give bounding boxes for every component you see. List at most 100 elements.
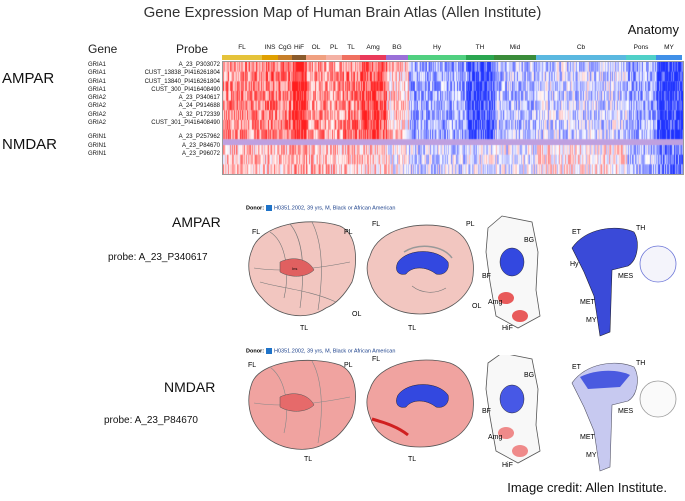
label-tl: TL xyxy=(304,456,312,463)
label-met: MET xyxy=(580,434,596,441)
region-bar-segment xyxy=(278,55,292,60)
gene-cell: GRIN1 xyxy=(88,142,107,149)
region-color-bar xyxy=(222,55,682,61)
region-label: HiF xyxy=(293,44,305,51)
region-bar-segment xyxy=(494,55,536,60)
label-my: MY xyxy=(586,317,597,324)
label-et: ET xyxy=(572,364,582,371)
region-label: BG xyxy=(392,44,402,51)
page-title: Gene Expression Map of Human Brain Atlas… xyxy=(143,4,542,21)
label-pl: PL xyxy=(466,221,475,228)
region-label: PL xyxy=(330,44,338,51)
region-label: CgG xyxy=(278,44,292,51)
region-label: INS xyxy=(264,44,276,51)
medial-brain-view: FL TL xyxy=(366,356,474,463)
probe-cell: CUST_301_PI416408490 xyxy=(151,120,220,127)
label-fl: FL xyxy=(252,229,260,236)
gene-cell: GRIA2 xyxy=(88,95,107,102)
gene-cell: GRIA2 xyxy=(88,103,107,110)
region-bar-segment xyxy=(386,55,408,60)
probe-cell: CUST_300_PI416408490 xyxy=(151,86,220,93)
label-mes: MES xyxy=(618,273,634,280)
gene-cell: GRIA1 xyxy=(88,78,107,85)
region-label: Amg xyxy=(366,44,380,51)
label-ins: Ins xyxy=(292,266,297,271)
region-label: TH xyxy=(475,44,485,51)
sagittal-section-view: ET TH Hy MES MET MY xyxy=(570,225,677,337)
probe-cell: A_23_P257962 xyxy=(178,134,220,141)
group-label-nmdar: NMDAR xyxy=(2,136,57,153)
section-title-ampar: AMPAR xyxy=(172,214,221,230)
region-bar-segment xyxy=(306,55,326,60)
label-ol: OL xyxy=(352,311,361,318)
lateral-brain-view: FL PL TL OL Ins xyxy=(248,221,361,332)
label-met: MET xyxy=(580,299,596,306)
label-mes: MES xyxy=(618,408,634,415)
region-bar-segment xyxy=(536,55,626,60)
brain-views-ampar: FL PL TL OL Ins FL PL OL TL BG BF Amg Hi… xyxy=(240,212,680,347)
section-probe-ampar: probe: A_23_P340617 xyxy=(108,252,208,263)
region-label: Pons xyxy=(633,44,649,51)
label-fl: FL xyxy=(372,221,380,228)
label-amg: Amg xyxy=(488,434,503,441)
brain-views-nmdar: FL PL TL FL TL BG BF Amg HiF ET TH xyxy=(240,352,680,475)
region-bar-segment xyxy=(466,55,494,60)
sagittal-section-view: ET TH MES MET MY xyxy=(571,360,677,472)
region-bar-segment xyxy=(360,55,386,60)
label-th: TH xyxy=(636,360,645,367)
region-label: MY xyxy=(664,44,674,51)
label-tl: TL xyxy=(408,456,416,463)
coronal-section-view: BG BF Amg HiF xyxy=(482,215,541,332)
region-bar-segment xyxy=(262,55,278,60)
donor-info-nmdar: Donor:H0351.2002, 39 yrs, M, Black or Af… xyxy=(246,348,396,355)
gene-cell: GRIA1 xyxy=(88,62,107,68)
label-hif: HiF xyxy=(502,462,513,469)
gene-cell: GRIN1 xyxy=(88,134,107,141)
medial-brain-view: FL PL OL TL xyxy=(366,221,481,332)
donor-color-swatch xyxy=(266,205,273,211)
label-amg: Amg xyxy=(488,299,503,306)
region-bar-segment xyxy=(408,55,466,60)
expression-heatmap xyxy=(222,61,684,175)
image-credit: Image credit: Allen Institute. xyxy=(507,480,667,495)
label-th: TH xyxy=(636,225,645,232)
region-label: Cb xyxy=(576,44,586,51)
gene-cell: GRIA2 xyxy=(88,111,107,118)
label-pl: PL xyxy=(344,229,353,236)
gene-cell: GRIA1 xyxy=(88,86,107,93)
probe-cell: A_23_P96072 xyxy=(181,150,220,157)
section-title-nmdar: NMDAR xyxy=(164,379,216,395)
probe-cell: A_23_P84670 xyxy=(181,142,220,149)
region-bar-segment xyxy=(222,55,262,60)
probe-cell: CUST_13838_PI416261804 xyxy=(144,70,220,77)
gene-cell: GRIA2 xyxy=(88,120,107,127)
region-bar-segment xyxy=(656,55,682,60)
probe-header: Probe xyxy=(176,42,209,56)
probe-cell: A_23_P340617 xyxy=(178,95,220,102)
region-label: OL xyxy=(311,44,321,51)
label-bf: BF xyxy=(482,408,491,415)
label-my: MY xyxy=(586,452,597,459)
label-tl: TL xyxy=(408,325,416,332)
probe-cell: A_24_P914688 xyxy=(178,103,220,110)
label-pl: PL xyxy=(344,362,353,369)
label-fl: FL xyxy=(372,356,380,363)
label-hy: Hy xyxy=(570,261,579,268)
label-et: ET xyxy=(572,229,582,236)
section-probe-nmdar: probe: A_23_P84670 xyxy=(104,415,198,426)
lateral-brain-view: FL PL TL xyxy=(248,359,356,463)
probe-cell: CUST_13840_PI416261804 xyxy=(144,78,220,85)
label-hif: HiF xyxy=(502,325,513,332)
region-bar-segment xyxy=(326,55,342,60)
label-tl: TL xyxy=(300,325,308,332)
region-bar-segment xyxy=(292,55,306,60)
donor-color-swatch xyxy=(266,348,273,354)
anatomy-header: Anatomy xyxy=(627,22,679,37)
label-ol: OL xyxy=(472,303,481,310)
region-label: Hy xyxy=(433,44,441,51)
gene-cell: GRIA1 xyxy=(88,70,107,77)
region-bar-segment xyxy=(342,55,360,60)
gene-cell: GRIN1 xyxy=(88,150,107,157)
